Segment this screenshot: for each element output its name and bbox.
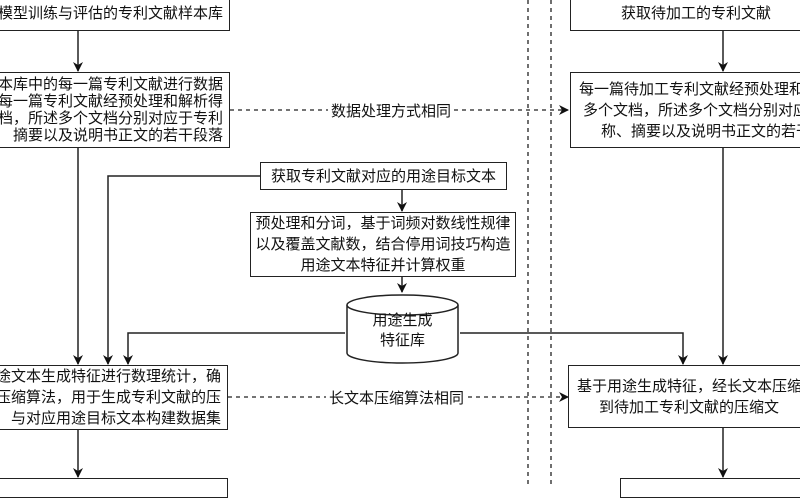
acquire-patent-box: 获取待加工的专利文献: [570, 0, 800, 31]
box-text: 档，所述多个文档分别对应于专利: [0, 109, 223, 127]
box-text: 多个文档，所述多个文档分别对应: [583, 100, 800, 119]
box-text: 途文本生成特征进行数理统计，确: [0, 367, 221, 385]
box-text: 本库中的每一篇专利文献进行数据: [0, 75, 223, 93]
database-cylinder-icon: [346, 294, 459, 364]
dataset-box: [0, 478, 228, 498]
box-text: 基于用途生成特征，经长文本压缩: [577, 376, 800, 395]
box-text: 获取专利文献对应的用途目标文本: [270, 166, 496, 185]
box-text: 每一篇专利文献经预处理和解析得: [0, 92, 223, 110]
box-text: 获取待加工的专利文献: [621, 3, 772, 22]
statistics-box: 途文本生成特征进行数理统计，确 压缩算法，用于生成专利文献的压 与对应用途目标文…: [0, 365, 228, 430]
db-text: 特征库: [379, 331, 425, 349]
db-text: 用途生成: [372, 311, 433, 329]
sample-library-box: 模型训练与评估的专利文献样本库: [0, 0, 230, 31]
box-text: 称、摘要以及说明书正文的若干: [601, 121, 800, 140]
sample-preprocess-box: 本库中的每一篇专利文献进行数据 每一篇专利文献经预处理和解析得 档，所述多个文档…: [0, 72, 230, 148]
box-text: 用途文本特征并计算权重: [300, 256, 466, 274]
box-text: 每一篇待加工专利文献经预处理和: [579, 79, 800, 98]
same-processing-label: 数据处理方式相同: [328, 100, 455, 121]
same-compression-label: 长文本压缩算法相同: [326, 387, 468, 408]
output-box: [620, 478, 800, 498]
compression-box: 基于用途生成特征，经长文本压缩 到待加工专利文献的压缩文: [568, 365, 800, 428]
box-text: 与对应用途目标文本构建数据集: [10, 409, 221, 427]
feature-library-label: 用途生成 特征库: [345, 310, 460, 350]
box-text: 到待加工专利文献的压缩文: [599, 397, 780, 416]
box-text: 压缩算法，用于生成专利文献的压: [0, 388, 221, 406]
box-text: 以及覆盖文献数，结合停用词技巧构造: [255, 235, 511, 253]
target-text-box: 获取专利文献对应的用途目标文本: [260, 162, 507, 190]
box-text: 摘要以及说明书正文的若干段落: [12, 126, 223, 144]
feature-construction-box: 预处理和分词，基于词频对数线性规律 以及覆盖文献数，结合停用词技巧构造 用途文本…: [250, 212, 516, 277]
box-text: 模型训练与评估的专利文献样本库: [0, 3, 223, 22]
box-text: 预处理和分词，基于词频对数线性规律: [255, 214, 511, 232]
pending-preprocess-box: 每一篇待加工专利文献经预处理和 多个文档，所述多个文档分别对应 称、摘要以及说明…: [570, 72, 800, 148]
